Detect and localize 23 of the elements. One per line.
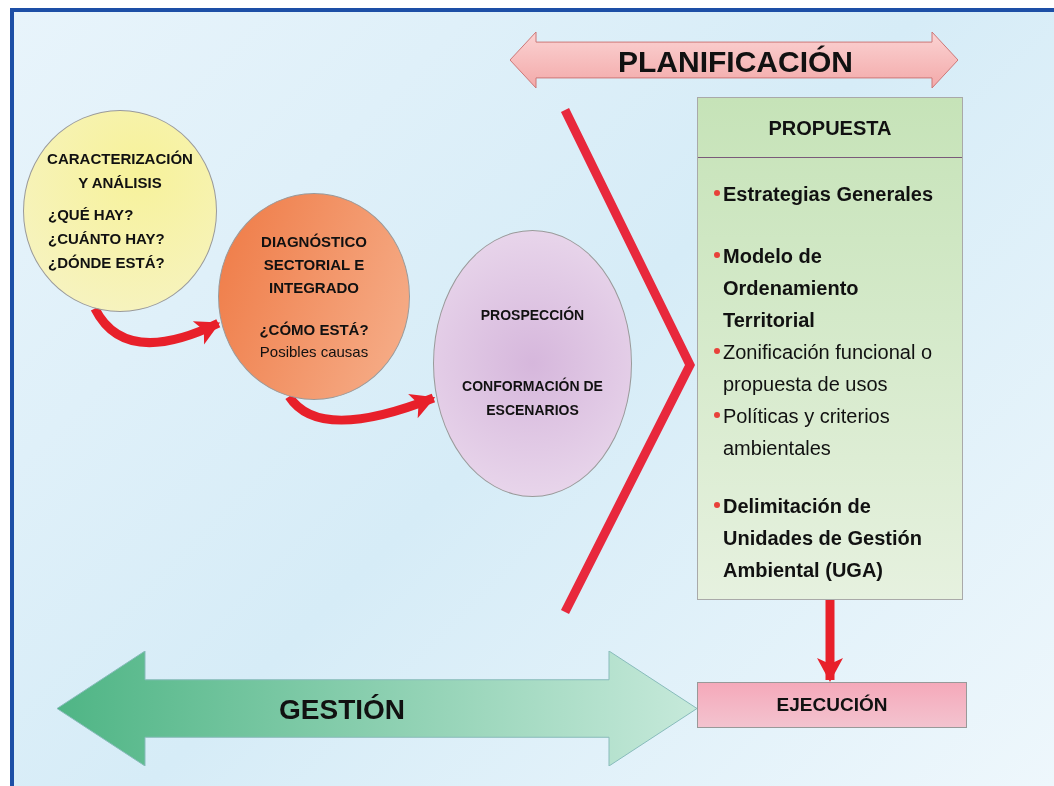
box-label: EJECUCIÓN xyxy=(776,692,888,717)
bullet-text: Delimitación de Unidades de Gestión Ambiental (UGA) xyxy=(723,494,923,583)
double-arrow-banner xyxy=(510,32,958,88)
panel-heading: PROPUESTA xyxy=(768,115,892,141)
circle-heading: DIAGNÓSTICO SECTORIAL E INTEGRADO xyxy=(260,231,368,298)
bullet-text: Zonificación funcional o propuesta de usos xyxy=(723,340,933,397)
arrow xyxy=(91,306,221,348)
circle-text: ¿QUÉ HAY? ¿CUÁNTO HAY? ¿DÓNDE ESTÁ? xyxy=(47,205,166,273)
arrow xyxy=(817,600,843,682)
arrow xyxy=(285,393,436,425)
bullet-text: Políticas y criterios ambientales xyxy=(723,404,891,461)
circle-text: ¿CÓMO ESTÁ? xyxy=(259,319,369,340)
circle-heading: CARACTERIZACIÓN Y ANÁLISIS xyxy=(46,149,194,193)
banner-label: PLANIFICACIÓN xyxy=(618,44,853,80)
banner-label: GESTIÓN xyxy=(279,693,405,727)
bullet-text: Modelo de Ordenamiento Territorial xyxy=(723,244,860,333)
circle-text: Posibles causas xyxy=(259,342,369,362)
bullet-text: Estrategias Generales xyxy=(723,182,934,207)
double-arrow-banner xyxy=(57,651,697,766)
circle-text: CONFORMACIÓN DE ESCENARIOS xyxy=(461,376,604,420)
execution-box xyxy=(697,682,967,728)
proposal-panel xyxy=(697,97,963,600)
circle-heading: PROSPECCIÓN xyxy=(480,305,585,325)
